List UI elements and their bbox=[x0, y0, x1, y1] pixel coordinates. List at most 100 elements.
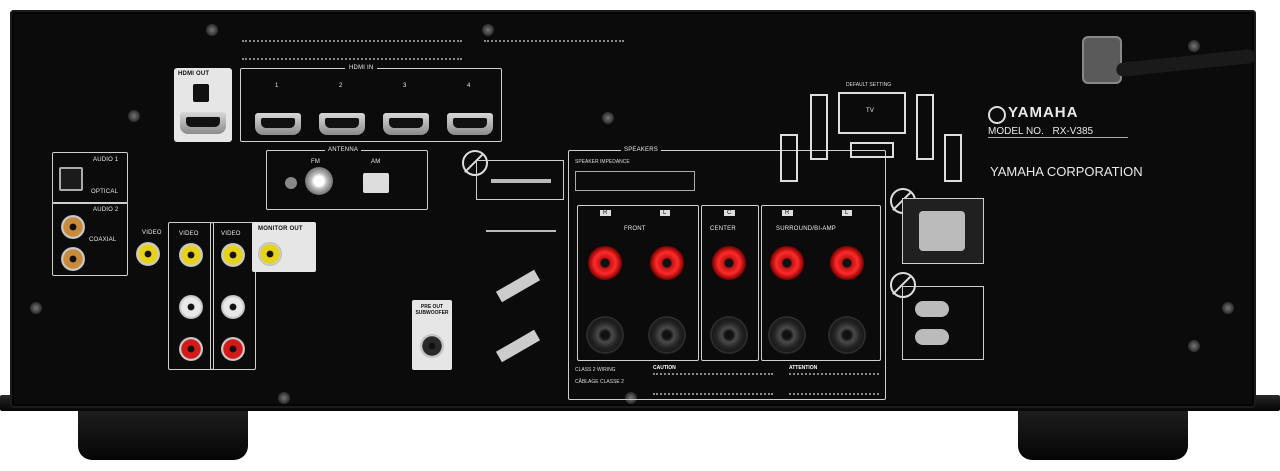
fm-antenna-jack[interactable] bbox=[305, 167, 333, 195]
monitor-out-jack[interactable] bbox=[258, 242, 282, 266]
hdmi-out-section: HDMI OUT bbox=[174, 68, 232, 142]
audio2-coaxial-jack[interactable] bbox=[61, 215, 85, 239]
optical-input-port[interactable] bbox=[59, 167, 83, 191]
am-label: AM bbox=[371, 159, 381, 165]
antenna-section: ANTENNA FM AM bbox=[266, 147, 428, 210]
tv-box: TV bbox=[838, 92, 906, 134]
hdmi-in-section: HDMI IN 1 2 3 4 bbox=[240, 65, 502, 142]
surround-l-negative-terminal[interactable] bbox=[830, 318, 864, 352]
video-input-2[interactable] bbox=[179, 243, 203, 267]
cablage-label: CÂBLAGE CLASSE 2 bbox=[575, 379, 624, 385]
screw bbox=[278, 392, 290, 404]
ch-surround-l: L bbox=[842, 210, 852, 216]
audio2-section: AUDIO 2 COAXIAL bbox=[52, 202, 128, 276]
optical-label: OPTICAL bbox=[91, 189, 119, 195]
speaker-icon-center bbox=[850, 142, 894, 158]
av-column-1: VIDEO bbox=[168, 222, 214, 370]
ground-screw bbox=[285, 177, 297, 189]
hdmi-out-port[interactable] bbox=[180, 112, 226, 134]
class2-label: CLASS 2 WIRING bbox=[575, 367, 616, 373]
banana-plug-icon-2 bbox=[486, 329, 546, 363]
speaker-icon-front-right bbox=[916, 94, 934, 160]
surround-r-positive-terminal[interactable] bbox=[770, 246, 804, 280]
audio2-label: AUDIO 2 bbox=[93, 207, 119, 213]
audio1-label: AUDIO 1 bbox=[93, 157, 119, 163]
attention-text-lines bbox=[789, 373, 879, 395]
front-l-negative-terminal[interactable] bbox=[650, 318, 684, 352]
center-label: CENTER bbox=[710, 226, 736, 232]
surround-r-negative-terminal[interactable] bbox=[770, 318, 804, 352]
right-foot bbox=[1018, 410, 1188, 460]
hdmi-out-label: HDMI OUT bbox=[178, 71, 210, 77]
speakers-label: SPEAKERS bbox=[621, 147, 661, 153]
video-input-1[interactable] bbox=[136, 242, 160, 266]
surround-l-positive-terminal[interactable] bbox=[830, 246, 864, 280]
am-antenna-terminal[interactable] bbox=[363, 173, 389, 193]
subwoofer-out-jack[interactable] bbox=[420, 334, 444, 358]
tv-label: TV bbox=[866, 108, 875, 114]
yamaha-logo-icon bbox=[988, 106, 1006, 124]
license-text bbox=[242, 40, 462, 60]
hdmi-in-port-2[interactable] bbox=[319, 113, 365, 135]
video-input-3[interactable] bbox=[221, 243, 245, 267]
model-number: RX-V385 bbox=[1052, 126, 1094, 137]
subwoofer-label: PRE OUT SUBWOOFER bbox=[415, 304, 449, 316]
screw bbox=[602, 112, 614, 124]
hdmi-in-number-1: 1 bbox=[275, 83, 279, 89]
ch-front-l: L bbox=[660, 210, 670, 216]
audio-r-input-1[interactable] bbox=[179, 337, 203, 361]
screw bbox=[1188, 40, 1200, 52]
terminal-warning-box-2 bbox=[902, 286, 984, 360]
wire-instruction-box bbox=[476, 160, 564, 200]
monitor-out-label: MONITOR OUT bbox=[258, 226, 303, 232]
fm-label: FM bbox=[311, 159, 321, 165]
arc-marker bbox=[193, 84, 209, 102]
corporation-name: YAMAHA CORPORATION bbox=[990, 164, 1143, 179]
antenna-label: ANTENNA bbox=[325, 147, 362, 153]
model-label: MODEL NO. bbox=[988, 126, 1044, 137]
subwoofer-section: PRE OUT SUBWOOFER bbox=[412, 300, 452, 370]
attention-label: ATTENTION bbox=[789, 365, 818, 371]
hdmi-in-port-3[interactable] bbox=[383, 113, 429, 135]
video-label-3: VIDEO bbox=[221, 231, 241, 237]
screw bbox=[206, 24, 218, 36]
hdmi-in-port-4[interactable] bbox=[447, 113, 493, 135]
coaxial-label: COAXIAL bbox=[89, 237, 117, 243]
center-positive-terminal[interactable] bbox=[712, 246, 746, 280]
screw bbox=[482, 24, 494, 36]
hdmi-in-number-2: 2 bbox=[339, 83, 343, 89]
brand-name: YAMAHA bbox=[1008, 104, 1079, 121]
front-l-positive-terminal[interactable] bbox=[650, 246, 684, 280]
audio-l-input-2[interactable] bbox=[221, 295, 245, 319]
av-column-2: VIDEO bbox=[210, 222, 256, 370]
front-r-negative-terminal[interactable] bbox=[588, 318, 622, 352]
power-cord-clamp bbox=[1082, 36, 1122, 84]
prohibited-icon bbox=[462, 150, 488, 176]
screw bbox=[1188, 340, 1200, 352]
center-negative-terminal[interactable] bbox=[712, 318, 746, 352]
hdmi-in-number-3: 3 bbox=[403, 83, 407, 89]
terminal-warning-box-1 bbox=[902, 198, 984, 264]
hdmi-in-port-1[interactable] bbox=[255, 113, 301, 135]
speaker-icon-surround-left bbox=[780, 134, 798, 182]
screw bbox=[625, 392, 637, 404]
audio2-analog-jack[interactable] bbox=[61, 247, 85, 271]
left-foot bbox=[78, 410, 248, 460]
ch-surround-r: R bbox=[782, 210, 793, 216]
audio-l-input-1[interactable] bbox=[179, 295, 203, 319]
screw bbox=[1222, 302, 1234, 314]
speakers-section: SPEAKERS SPEAKER IMPEDANCE R L FRONT C C… bbox=[568, 147, 886, 400]
default-setting-label: DEFAULT SETTING bbox=[846, 82, 892, 88]
speaker-icon-surround-right bbox=[944, 134, 962, 182]
surround-group: R L SURROUND/BI-AMP bbox=[761, 205, 881, 361]
prohibited-icon-3 bbox=[890, 272, 916, 298]
video-label-2: VIDEO bbox=[179, 231, 199, 237]
power-cord bbox=[1115, 48, 1257, 78]
default-setting-diagram: DEFAULT SETTING TV bbox=[806, 78, 966, 178]
front-r-positive-terminal[interactable] bbox=[588, 246, 622, 280]
video-label-1: VIDEO bbox=[142, 230, 162, 236]
caution-label: CAUTION bbox=[653, 365, 676, 371]
audio-r-input-2[interactable] bbox=[221, 337, 245, 361]
front-group: R L FRONT bbox=[577, 205, 699, 361]
audio1-section: AUDIO 1 OPTICAL bbox=[52, 152, 128, 204]
